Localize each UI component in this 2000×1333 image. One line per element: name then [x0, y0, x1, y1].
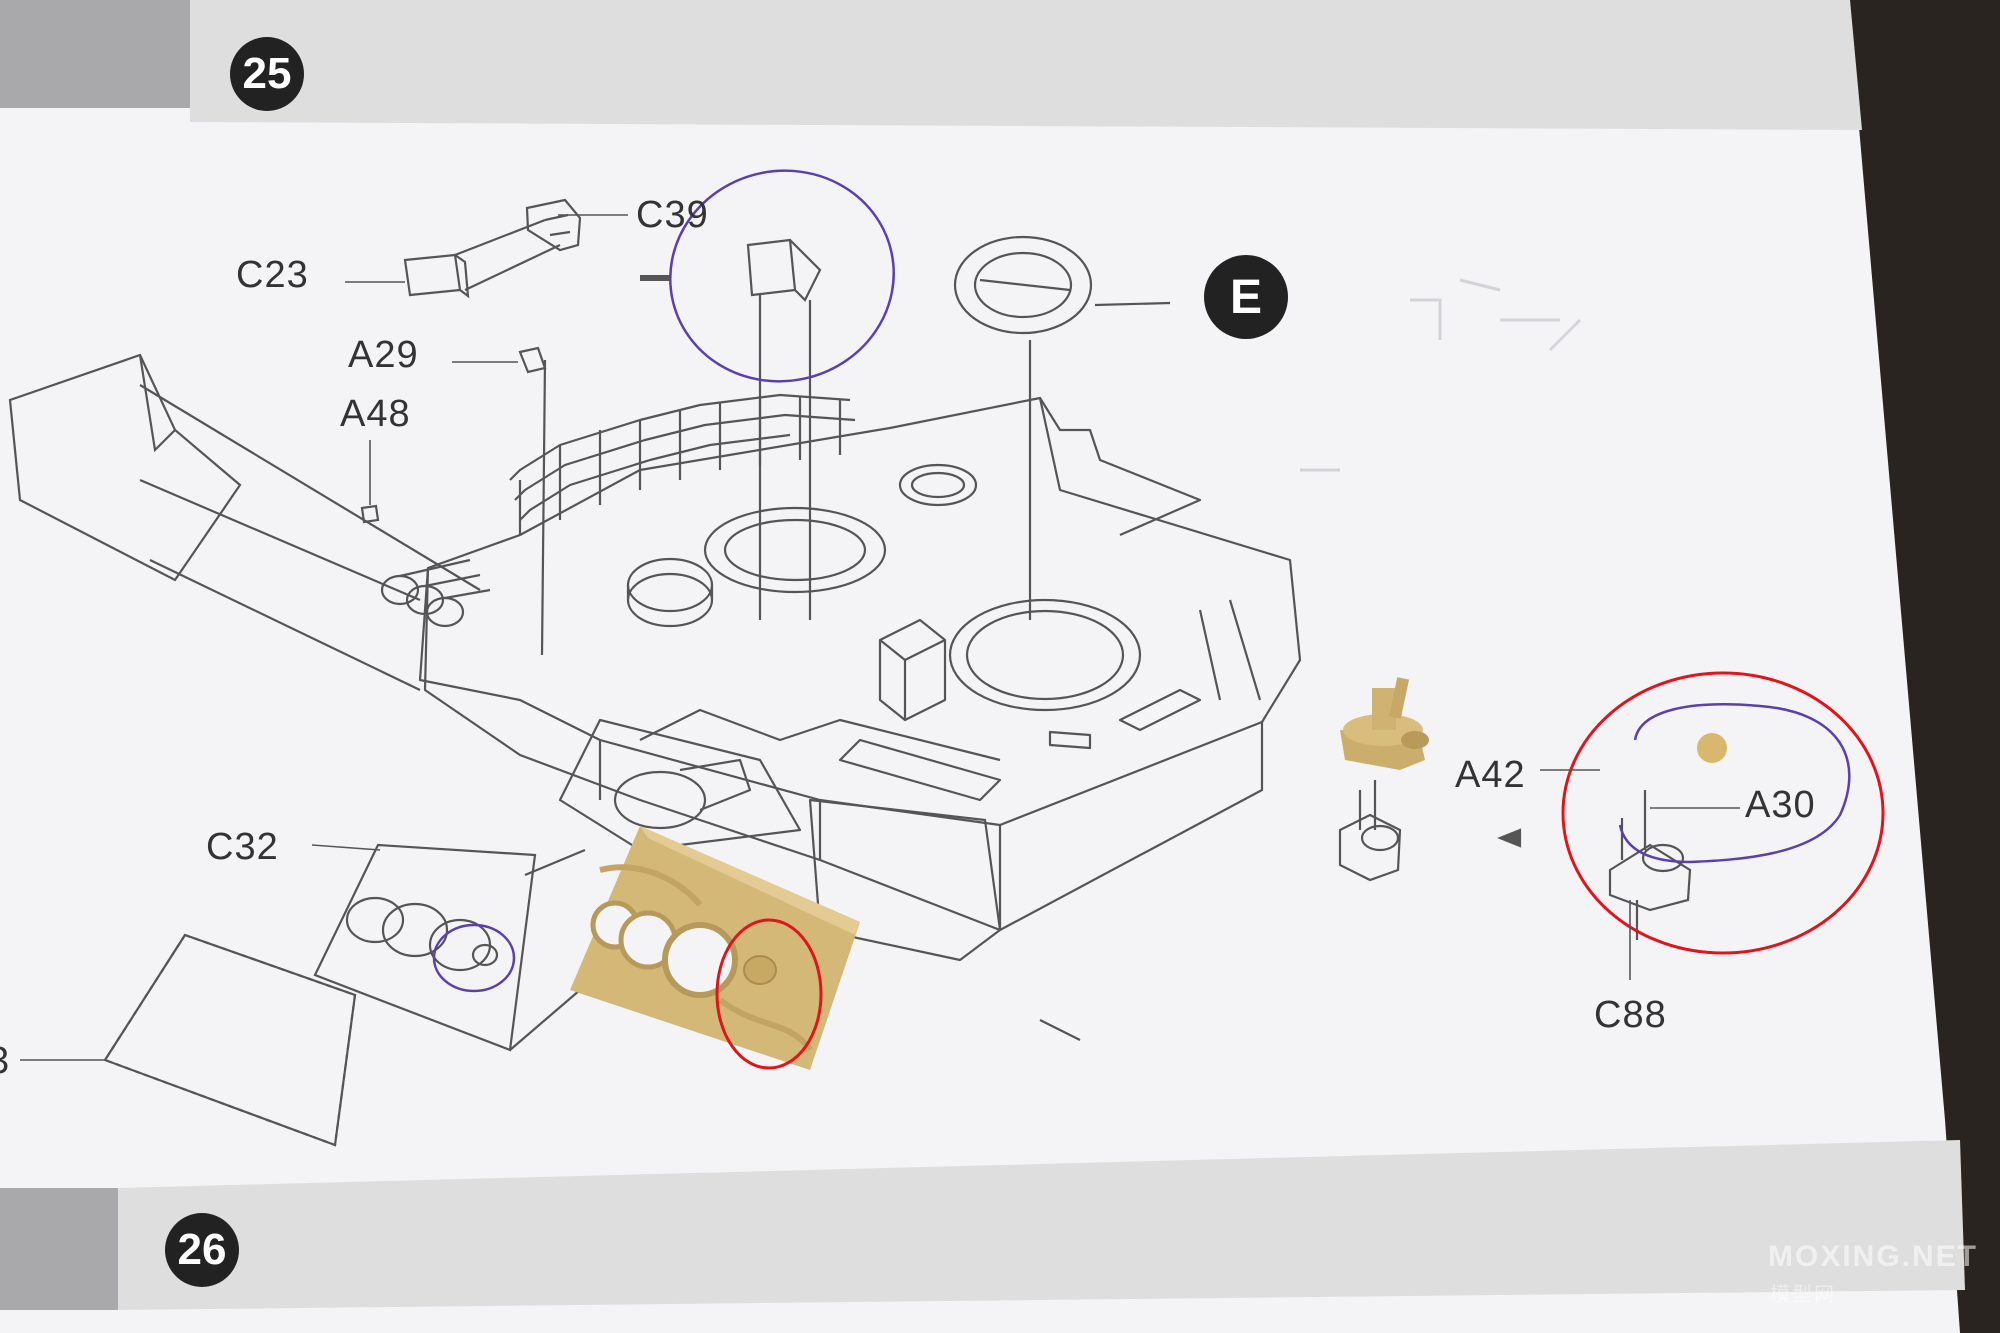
watermark-text: MOXING.NET — [1768, 1240, 1979, 1273]
part-label-a42: A42 — [1455, 754, 1526, 796]
lower-parts-line-art — [103, 780, 1692, 1147]
purple-circle-left — [432, 923, 516, 993]
step25-bar — [190, 0, 1862, 130]
part-label-a30: A30 — [1745, 784, 1816, 826]
resin-knob — [1697, 733, 1727, 763]
part-label-c23: C23 — [236, 254, 309, 296]
part-label-a48: A48 — [340, 393, 411, 435]
part-label-a29: A29 — [348, 334, 419, 376]
purple-circle-right — [1618, 703, 1851, 864]
step25-bar-left — [0, 0, 190, 108]
top-parts-line-art — [8, 198, 1171, 691]
watermark-subtext: 模型网 — [1770, 1282, 1836, 1306]
step26-bar-left — [0, 1188, 118, 1310]
part-label-c32: C32 — [206, 826, 279, 868]
purple-circle-top — [669, 169, 895, 383]
red-circle-left — [715, 918, 823, 1070]
step-25-badge: 25 — [230, 37, 304, 111]
turret-line-art — [380, 393, 1302, 1041]
sub-assembly-e-badge: E — [1204, 255, 1288, 339]
part-label-cut: 3 — [0, 1040, 10, 1083]
red-circle-right — [1561, 671, 1885, 955]
resin-pedestal-part — [1340, 677, 1429, 770]
part-label-c39: C39 — [636, 194, 709, 236]
leader-lines — [20, 214, 1740, 1061]
step26-bar — [118, 1140, 1965, 1310]
print-through — [1300, 278, 1582, 472]
step-26-badge: 26 — [165, 1213, 239, 1287]
part-label-c88: C88 — [1594, 994, 1667, 1036]
